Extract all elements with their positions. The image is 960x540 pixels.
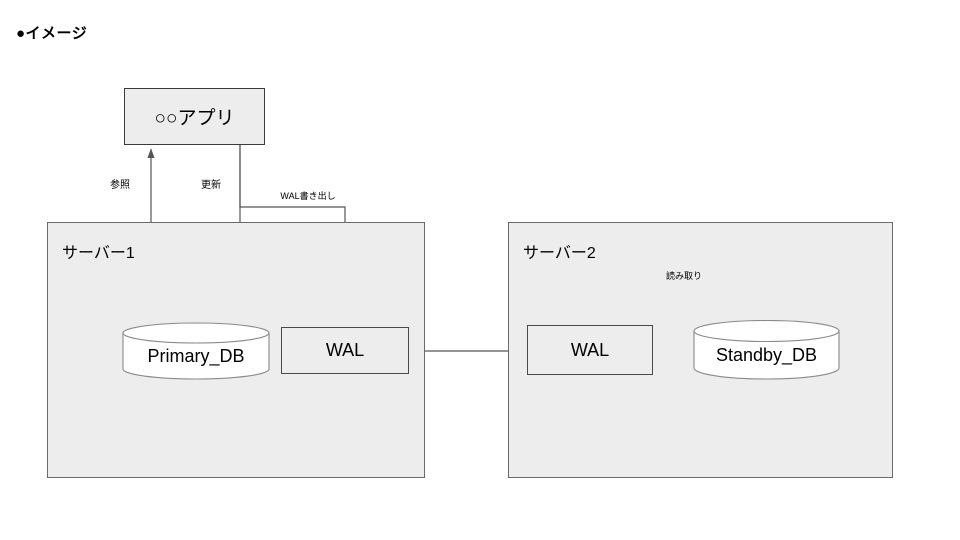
primary-db-node[interactable]: Primary_DB — [122, 322, 270, 380]
wal-node-primary[interactable]: WAL — [281, 327, 409, 374]
app-node-label: ○○アプリ — [154, 108, 235, 129]
wal-node-standby-label: WAL — [570, 339, 610, 360]
wal-node-standby[interactable]: WAL — [527, 325, 653, 375]
edge-label-read: 読み取り — [665, 271, 702, 281]
edge-label-wal-write: WAL書き出し — [280, 191, 336, 201]
primary-db-label: Primary_DB — [147, 345, 245, 366]
server-1-label: サーバー1 — [62, 245, 135, 262]
page-title: ●イメージ — [16, 25, 88, 42]
standby-db-label: Standby_DB — [715, 344, 818, 365]
wal-node-primary-label: WAL — [325, 340, 365, 360]
edge-label-reference: 参照 — [110, 180, 130, 191]
edge-label-update: 更新 — [201, 180, 221, 191]
server-2-label: サーバー2 — [523, 245, 596, 262]
app-node[interactable]: ○○アプリ — [124, 88, 265, 145]
standby-db-node[interactable]: Standby_DB — [693, 320, 840, 380]
cylinder-icon — [693, 320, 840, 380]
cylinder-icon — [122, 322, 270, 380]
